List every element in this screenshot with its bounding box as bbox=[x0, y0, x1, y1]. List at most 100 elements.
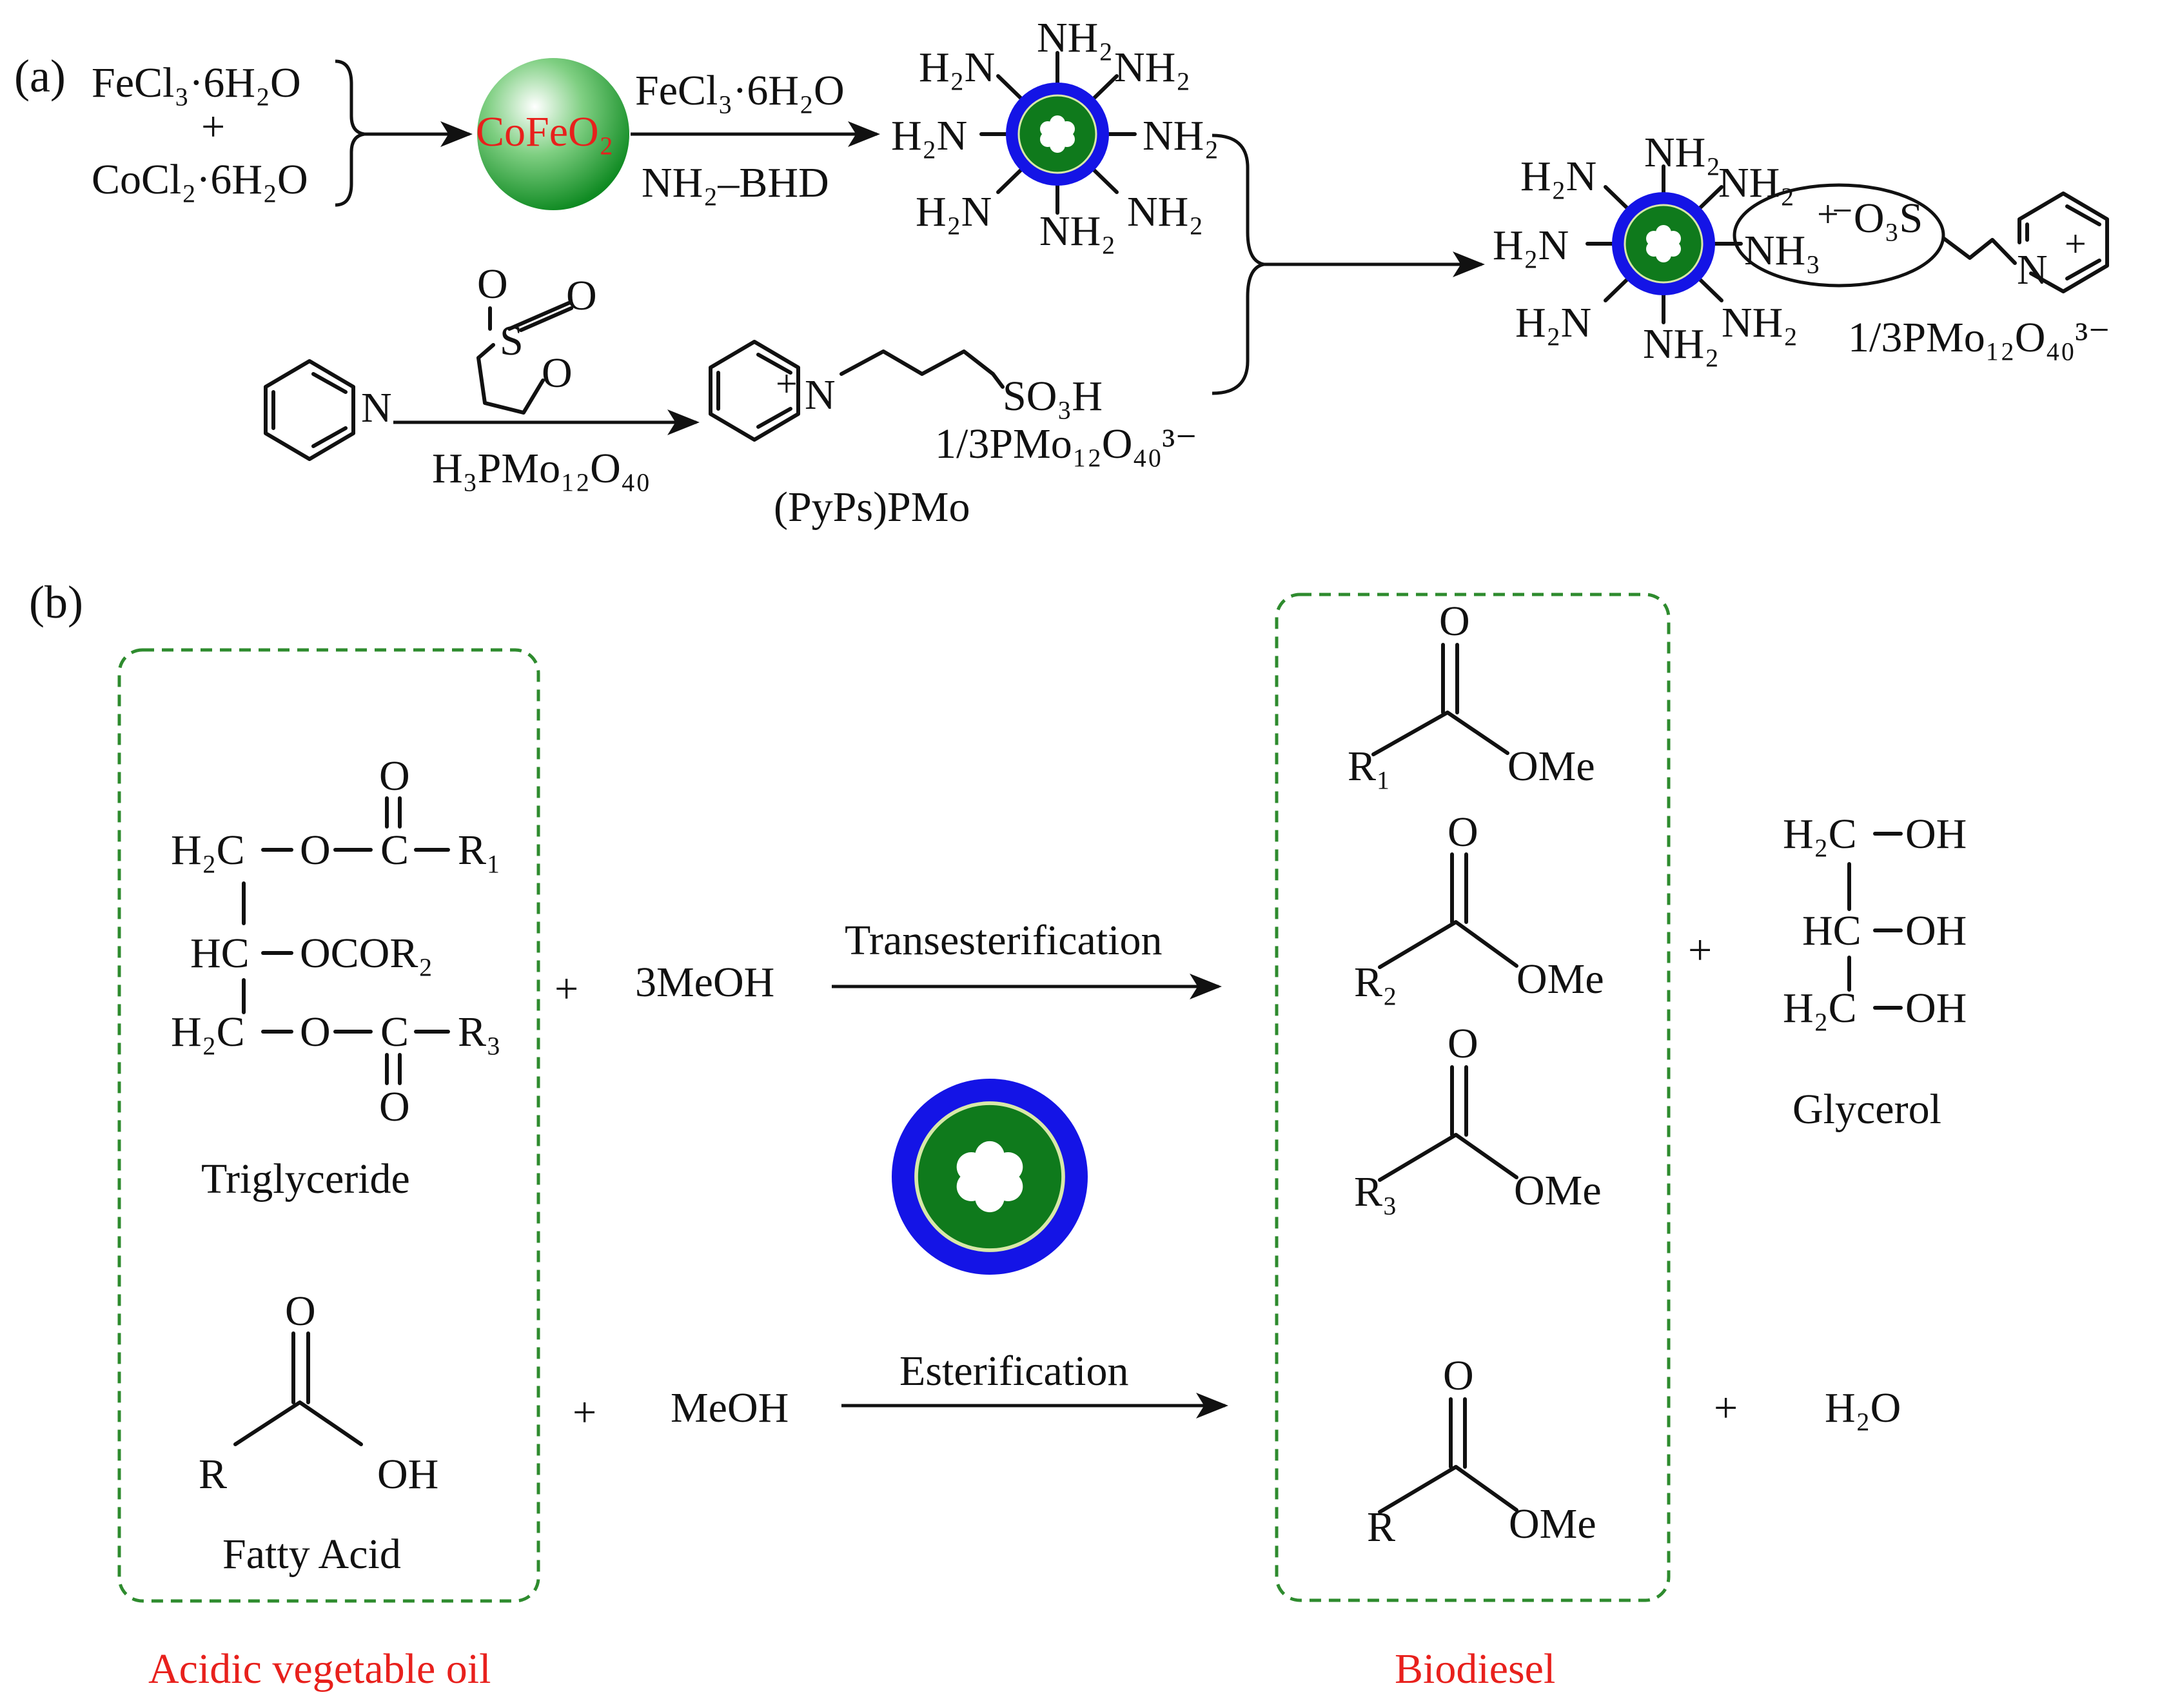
propane-sultone: O O S O bbox=[476, 260, 597, 415]
fatty-acid-name: Fatty Acid bbox=[222, 1531, 401, 1578]
ester-r1-r: R₁ bbox=[1348, 743, 1391, 790]
cofeo2-sphere bbox=[477, 58, 629, 210]
cat-nh2-top-right: NH₂ bbox=[1718, 159, 1794, 206]
catalyst-particle bbox=[892, 1079, 1088, 1275]
reagent-fecl3: FeCl₃·6H₂O bbox=[635, 67, 845, 114]
nh2-top: NH₂ bbox=[1037, 14, 1113, 61]
cat-pyridinium-n: N bbox=[2017, 246, 2048, 293]
plus-methanol-top: + bbox=[555, 965, 578, 1012]
tg-o-top: O bbox=[379, 752, 410, 800]
merge-brace bbox=[1212, 133, 1264, 395]
h2n-bottom-left: H₂N bbox=[916, 188, 992, 235]
ionic-liquid-name: (PyPs)PMo bbox=[774, 484, 970, 531]
triglyceride: H₂C O C R₁ O HC OCOR₂ H₂C O C R₃ O bbox=[171, 752, 501, 1202]
plus-methanol-bottom: + bbox=[573, 1389, 596, 1436]
pyridinium-charge: + bbox=[776, 362, 798, 405]
ester-r3-o: O bbox=[1448, 1020, 1478, 1067]
cat-nh2-top: NH₂ bbox=[1644, 129, 1720, 176]
ester-r1-ome: OMe bbox=[1507, 743, 1595, 790]
cocl2-reactant: CoCl₂·6H₂O bbox=[92, 156, 308, 203]
reagent-hpmo: H₃PMo₁₂O₄₀ bbox=[432, 445, 651, 492]
panel-a-label: (a) bbox=[14, 50, 66, 102]
cat-o3s: ⁻O₃S bbox=[1831, 195, 1923, 242]
pyridine-n: N bbox=[361, 384, 392, 431]
tg-c3: H₂C bbox=[171, 1008, 245, 1055]
ion-pair-ellipse bbox=[1733, 183, 1945, 288]
tg-ocor2: OCOR₂ bbox=[300, 930, 433, 977]
gly-oh1: OH bbox=[1905, 810, 1967, 858]
ester-r3: O R₃ OMe bbox=[1354, 1020, 1602, 1215]
meoh: MeOH bbox=[671, 1384, 789, 1431]
ester-r: O R OMe bbox=[1367, 1352, 1596, 1551]
panel-a: (a) FeCl₃·6H₂O + CoCl₂·6H₂O CoFeO₂ FeCl₃… bbox=[14, 14, 2110, 531]
final-catalyst: NH₂ NH₂ H₂N H₂N H₂N NH₂ NH₂ NH₃ + ⁻O₃S N… bbox=[1493, 129, 2110, 368]
fa-oh: OH bbox=[377, 1451, 438, 1498]
cat-nh3: NH₃ bbox=[1744, 227, 1820, 274]
reactant-brace bbox=[335, 59, 365, 207]
sultone-o-top: O bbox=[477, 260, 508, 308]
core-label: CoFeO₂ bbox=[476, 108, 614, 155]
ester-r1: O R₁ OMe bbox=[1348, 598, 1595, 790]
ester-r3-ome: OMe bbox=[1514, 1167, 1602, 1214]
triglyceride-name: Triglyceride bbox=[201, 1155, 410, 1202]
sultone-o-right: O bbox=[566, 272, 597, 319]
ester-r3-r: R₃ bbox=[1354, 1168, 1397, 1215]
three-meoh: 3MeOH bbox=[635, 959, 774, 1006]
nh2-top-right: NH₂ bbox=[1114, 44, 1190, 91]
gly-c2: HC bbox=[1802, 907, 1861, 954]
biodiesel-caption: Biodiesel bbox=[1395, 1645, 1555, 1693]
nh2-bottom: NH₂ bbox=[1039, 208, 1115, 255]
sultone-o-ring: O bbox=[542, 349, 573, 397]
biodiesel-box bbox=[1275, 593, 1671, 1602]
ester-r2-ome: OMe bbox=[1517, 956, 1604, 1003]
ester-r2: O R₂ OMe bbox=[1354, 809, 1604, 1006]
gly-c1: H₂C bbox=[1783, 810, 1857, 858]
tg-carbonyl1: C bbox=[380, 827, 409, 874]
plus-glycerol: + bbox=[1688, 927, 1712, 974]
cat-counter-anion: 1/3PMo₁₂O₄₀³⁻ bbox=[1848, 314, 2110, 361]
tg-r3: R₃ bbox=[458, 1008, 501, 1055]
ester-r1-o: O bbox=[1439, 598, 1470, 645]
tg-c2: HC bbox=[190, 930, 250, 977]
pyridinium-n: N bbox=[805, 371, 836, 418]
fecl3-reactant: FeCl₃·6H₂O bbox=[92, 59, 301, 106]
cat-h2n-left: H₂N bbox=[1493, 222, 1569, 269]
nh2-bottom-right: NH₂ bbox=[1127, 188, 1203, 235]
so3h-group: SO₃H bbox=[1003, 373, 1103, 420]
tg-r1: R₁ bbox=[458, 827, 501, 874]
cat-pyridinium-charge: + bbox=[2065, 222, 2086, 265]
h2n-top-left: H₂N bbox=[919, 44, 995, 91]
panel-b: (b) H₂C O C R₁ O HC OCOR₂ H₂C O C R₃ O bbox=[29, 576, 1967, 1693]
ester-r-o: O bbox=[1443, 1352, 1474, 1399]
glycerol: H₂C OH HC OH H₂C OH Glycerol bbox=[1783, 810, 1967, 1133]
ester-r-ome: OMe bbox=[1509, 1500, 1596, 1547]
cat-h2n-bottom-left: H₂N bbox=[1515, 299, 1591, 346]
plus-water: + bbox=[1714, 1384, 1738, 1431]
acidic-oil-caption: Acidic vegetable oil bbox=[148, 1645, 491, 1693]
reagent-nh2-bhd: NH₂–BHD bbox=[642, 159, 829, 206]
tg-o-bottom: O bbox=[379, 1083, 410, 1130]
fa-o: O bbox=[285, 1288, 316, 1335]
cat-h2n-top-left: H₂N bbox=[1520, 153, 1596, 200]
gly-oh2: OH bbox=[1905, 907, 1967, 954]
tg-carbonyl3: C bbox=[380, 1008, 409, 1055]
fatty-acid: O R OH Fatty Acid bbox=[199, 1288, 438, 1578]
tg-o3: O bbox=[300, 1008, 331, 1055]
reactant-plus: + bbox=[201, 103, 225, 150]
acidic-oil-box bbox=[117, 648, 540, 1603]
nh2-right: NH₂ bbox=[1143, 112, 1219, 159]
h2n-left: H₂N bbox=[891, 112, 967, 159]
water: H₂O bbox=[1825, 1384, 1901, 1431]
fa-r: R bbox=[199, 1451, 227, 1498]
cat-nh2-bottom-right: NH₂ bbox=[1722, 299, 1798, 346]
pyridine: N bbox=[264, 359, 392, 461]
tg-o1: O bbox=[300, 827, 331, 874]
sultone-s: S bbox=[500, 317, 524, 364]
gly-c3: H₂C bbox=[1783, 985, 1857, 1032]
counter-anion: 1/3PMo₁₂O₄₀³⁻ bbox=[935, 420, 1197, 467]
pyps-cation: + N SO₃H 1/3PMo₁₂O₄₀³⁻ (PyPs)PMo bbox=[709, 340, 1197, 531]
ester-r2-o: O bbox=[1448, 809, 1478, 856]
cat-nh3-charge: + bbox=[1817, 193, 1839, 235]
ester-r-r: R bbox=[1367, 1504, 1395, 1551]
